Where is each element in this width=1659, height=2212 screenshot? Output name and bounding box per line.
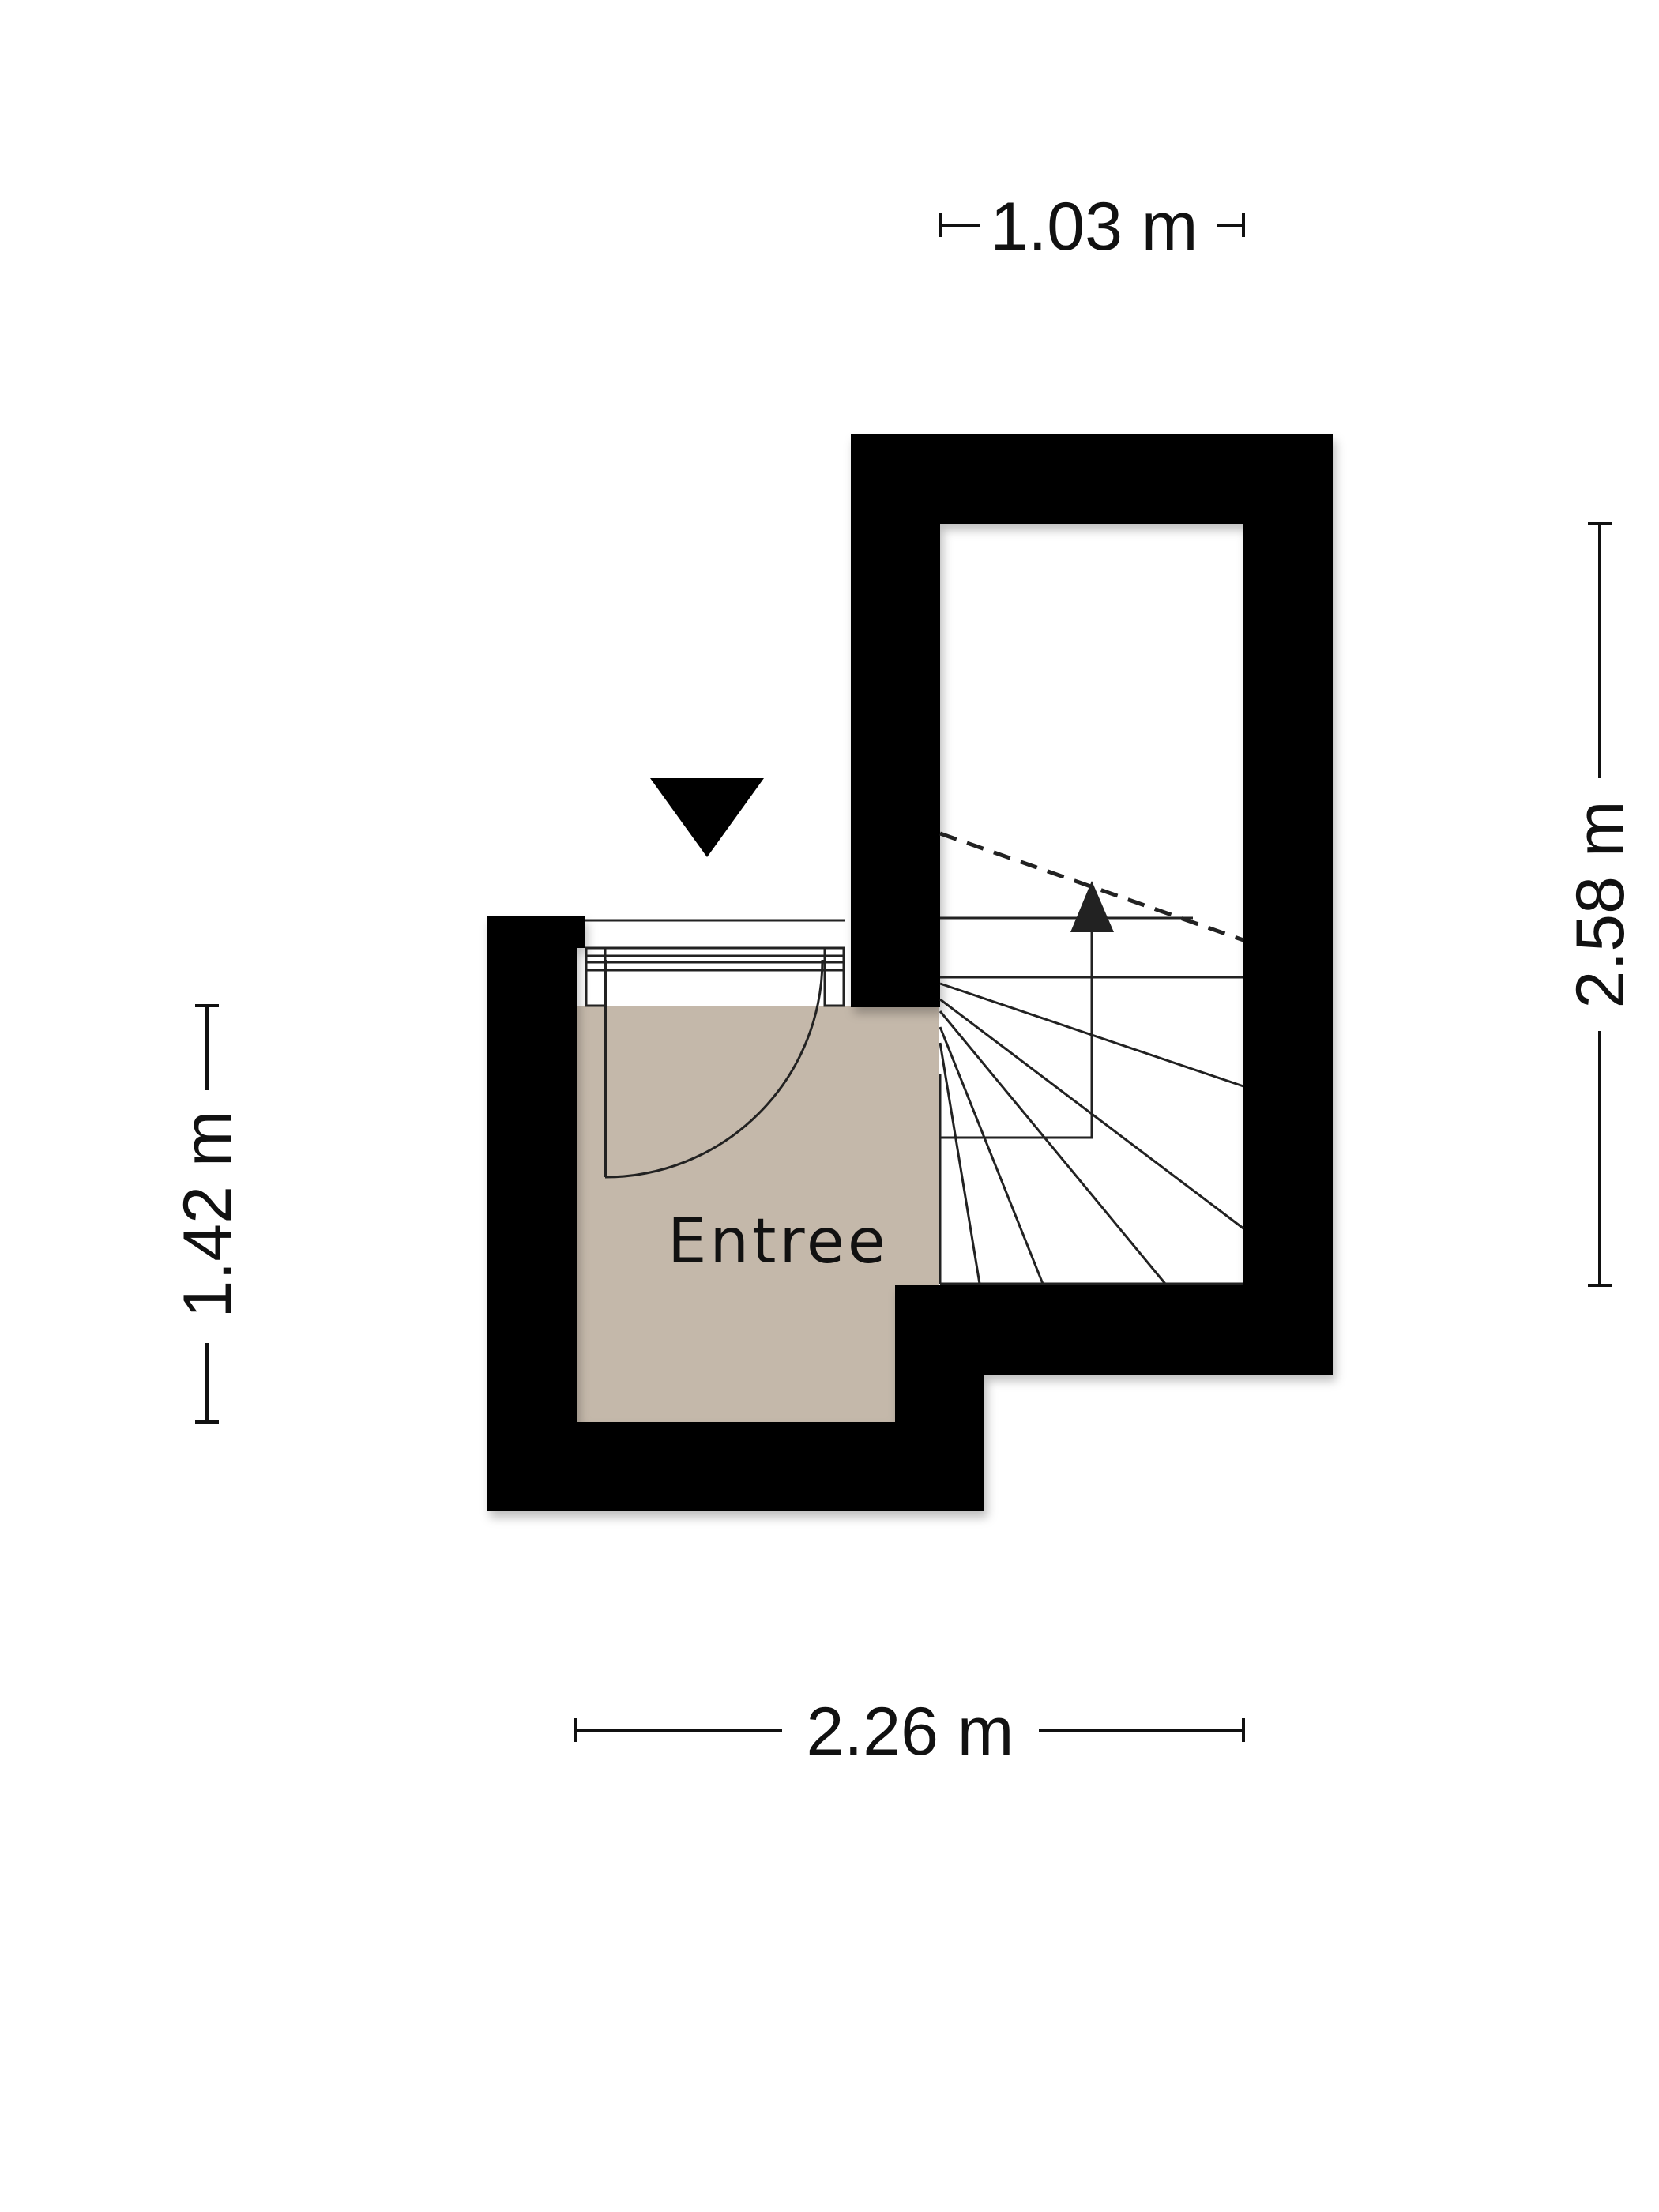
- entree-room: [575, 1006, 939, 1422]
- dimension-right: 2.58 m: [1563, 522, 1638, 1287]
- staircase: [939, 831, 1244, 1285]
- dimension-left: 1.42 m: [170, 1004, 246, 1424]
- dimension-left-label: 1.42 m: [170, 1111, 246, 1319]
- stair-direction-path: [940, 924, 1093, 1139]
- stair-cut-line: [939, 831, 1244, 942]
- wall-stair-bottom: [895, 1285, 1333, 1375]
- stair-up-arrow-icon: [1070, 881, 1114, 932]
- walls: [487, 434, 1333, 1511]
- wall-stair-right: [1243, 434, 1333, 1375]
- entrance-triangle-icon: [650, 778, 764, 857]
- entree-floor: [575, 1006, 939, 1422]
- room-label-entree: Entree: [668, 1206, 889, 1277]
- wall-entree-left: [487, 916, 577, 1511]
- dimension-bottom-label: 2.26 m: [807, 1694, 1014, 1770]
- door-swing-arc: [604, 959, 824, 1179]
- dimension-top-label: 1.03 m: [991, 189, 1198, 265]
- wall-stair-left: [851, 434, 940, 1007]
- dimension-bottom: 2.26 m: [574, 1694, 1245, 1770]
- wall-door-stub-left: [487, 916, 585, 948]
- front-door: [585, 919, 845, 1179]
- dimension-right-label: 2.58 m: [1563, 801, 1638, 1009]
- dimension-top: 1.03 m: [939, 189, 1245, 265]
